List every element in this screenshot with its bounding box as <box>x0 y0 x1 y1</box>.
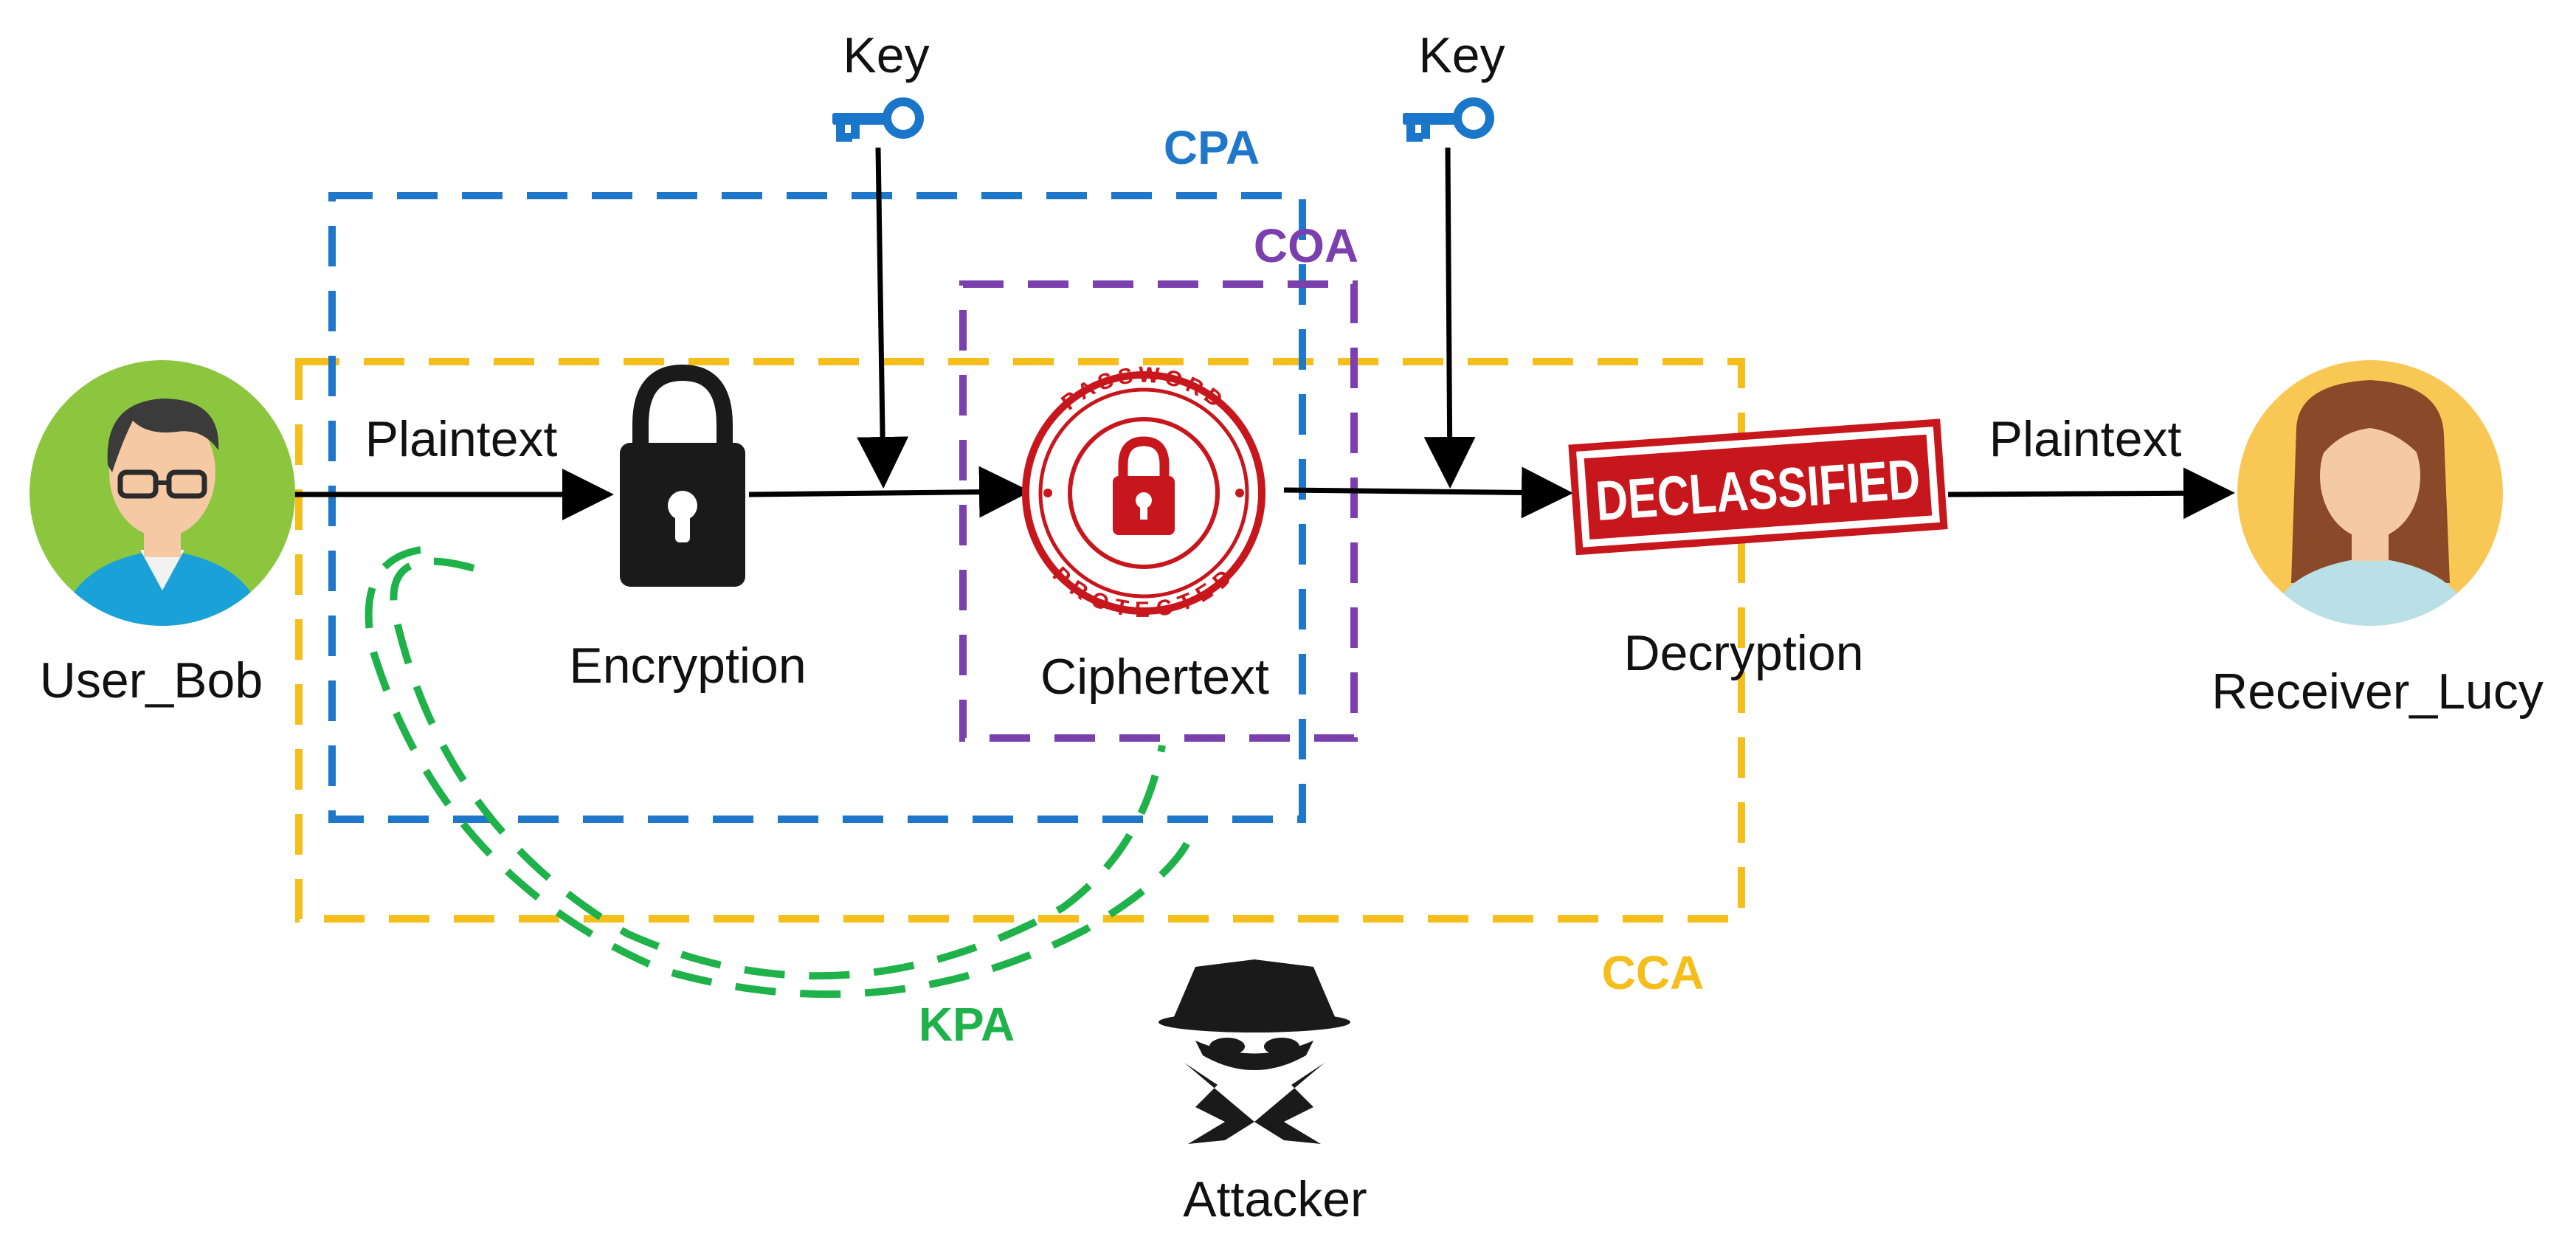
key-icon-right <box>1403 97 1494 142</box>
decryption-label: Decryption <box>1623 625 1863 681</box>
flow-arrows <box>291 147 2235 520</box>
encryption-label: Encryption <box>569 638 806 694</box>
key-icon-left <box>832 97 924 142</box>
attacker-spy-icon <box>1158 959 1350 1144</box>
arrow-key-left-down <box>857 147 909 489</box>
coa-scope-box <box>959 280 1358 742</box>
ciphertext-label: Ciphertext <box>1040 649 1269 705</box>
receiver-lucy-avatar <box>2237 360 2503 626</box>
receiver-lucy-label: Receiver_Lucy <box>2211 663 2544 720</box>
key-label-right: Key <box>1418 27 1505 83</box>
plaintext-label-out: Plaintext <box>1989 411 2182 467</box>
kpa-label: KPA <box>919 998 1015 1051</box>
user-bob-label: User_Bob <box>40 652 263 709</box>
key-label-left: Key <box>843 27 929 83</box>
cpa-scope-box <box>328 192 1306 823</box>
arrow-encryption-to-ciphertext <box>748 466 1031 518</box>
arrow-ciphertext-to-decryption <box>1283 466 1573 519</box>
plaintext-label-in: Plaintext <box>365 411 558 467</box>
cca-label: CCA <box>1602 946 1705 999</box>
cca-scope-box <box>295 358 1745 923</box>
user-bob-avatar <box>30 360 295 626</box>
declassified-stamp: DECLASSIFIED <box>1568 418 1948 556</box>
coa-label: COA <box>1254 219 1358 272</box>
attacker-label: Attacker <box>1183 1171 1367 1227</box>
kpa-scope-arc <box>365 546 1195 999</box>
arrow-key-right-down <box>1423 147 1476 489</box>
cpa-label: CPA <box>1164 121 1260 174</box>
arrow-decryption-to-plaintext <box>1947 467 2235 520</box>
lock-icon <box>620 364 745 587</box>
password-protected-stamp: PASSWORD PROTECTED <box>1022 362 1265 622</box>
